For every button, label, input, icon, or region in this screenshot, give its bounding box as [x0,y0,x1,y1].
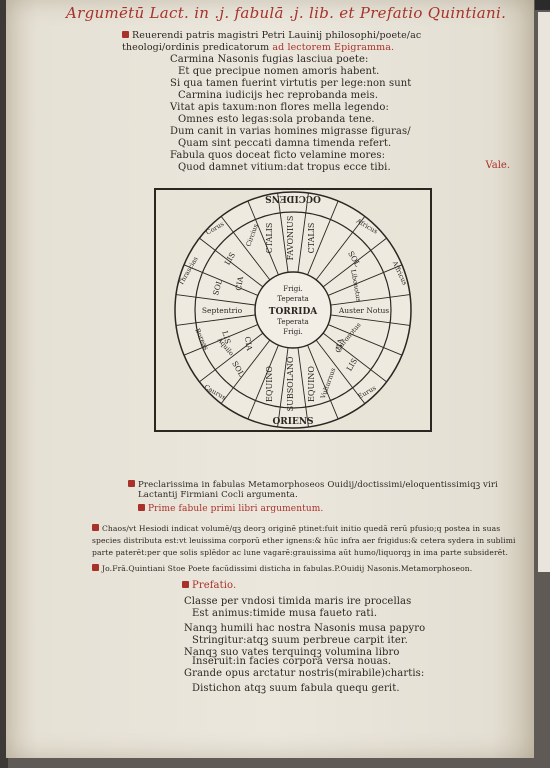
wheel-spoke [247,200,279,276]
prime-fabule-text: Prime fabule primi libri argumentum. [148,504,324,514]
rubric-mark [138,504,145,511]
bottom-spoke-equino-right: EQUINO [307,366,316,402]
wheel-spokes [175,192,411,428]
manuscript-page: Argumētū Lact. in .j. fabulā .j. lib. et… [6,0,534,758]
verse-line-6: Inseruit:in facies corpora versa nouas. [192,656,392,667]
prime-fabule-heading: Prime fabule primi libri argumentum. [138,504,323,514]
right-word-cia: CIA [334,337,345,353]
wheel-spoke [175,314,256,326]
epigram-line-5: Vitat apis taxum:non flores mella legend… [170,102,390,113]
left-word-cia-bottom: CIA [243,336,254,352]
verse-line-5: Nanqꝫ suo vates terquinqꝫ volumina libro [184,647,400,658]
chaos-text-1: Chaos/vt Hesiodi indicat volumē/qꝫ deorꝫ… [102,524,501,533]
wheel-spoke [247,344,279,420]
quintiani-text: Jo.Frā.Quintiani Stoe Poete facūdissimi … [102,564,473,573]
book-binding-edge [0,0,8,768]
occidens-label: OCCIDENS [265,193,321,203]
wheel-spoke [322,237,387,288]
epigram-line-1: Carmina Nasonis fugias lasciua poete: [170,54,369,65]
bottom-spoke-subsolano: SUBSOLANO [286,356,295,411]
rubric-mark [92,564,99,571]
septentrio-label: Septentrio [202,306,243,315]
argumenta-line-2: Lactantij Firmiani Cocli argumenta. [138,490,298,500]
argumenta-line-1: Preclarissima in fabulas Metamorphoseos … [128,478,498,490]
epigram-line-10: Quod damnet vitium:dat tropus ecce tibi. [178,162,391,173]
wheel-spoke [277,192,289,273]
intro-line-2: theologi/ordinis predicatorum ad lectore… [122,42,394,53]
center-frigi-top: Frigi. [283,285,302,293]
wheel-spoke [322,332,387,383]
wheel-spoke [175,294,256,306]
chaos-line-1: Chaos/vt Hesiodi indicat volumē/qꝫ deorꝫ… [92,524,500,534]
wheel-spoke [277,347,289,428]
oriens-label: ORIENS [272,417,313,427]
epigram-line-4: Carmina iudicijs hec reprobanda meis. [178,90,379,101]
page-corner-shadow [535,0,550,10]
prefatio-text: Prefatio. [192,580,237,591]
epigram-heading: ad lectorem Epigramma. [272,42,395,53]
wheel-spoke [297,347,309,428]
auster-notus-label: Auster Notus [338,306,389,315]
top-spoke-ctalis-right: CTALIS [307,223,316,254]
wheel-spoke [220,339,271,404]
intro-text-2: theologi/ordinis predicatorum [122,42,270,53]
wheel-spoke [315,216,366,281]
epigram-line-3: Si qua tamen fuerint virtutis per lege:n… [170,78,412,89]
vale-label: Vale. [485,160,510,171]
center-temperata-top: Teperata [277,295,308,303]
wheel-spoke [330,294,411,306]
wheel-spoke [327,324,403,356]
verse-line-8: Distichon atqꝫ suum fabula quequ gerit. [192,683,400,694]
left-word-lis-bottom: LIS [220,330,232,345]
verse-line-3: Nanqꝫ humili hac nostra Nasonis musa pap… [184,623,426,634]
epigram-line-2: Et que precipue nomen amoris habent. [178,66,380,77]
wheel-spoke [220,216,271,281]
middle-ring [194,211,392,409]
chaos-line-2: species distributa est:vt leuissima corp… [92,536,516,545]
wheel-spoke [315,339,366,404]
left-word-sol-top: SOL [211,278,224,296]
epigram-line-9: Fabula quos doceat ficto velamine mores: [170,150,386,161]
wheel-spoke [199,332,264,383]
wheel-spoke [307,200,339,276]
epigram-line-6: Omnes esto legas:sola probanda tene. [178,114,375,125]
intro-line-1: Reuerendi patris magistri Petri Lauinij … [122,30,421,41]
wheel-spoke [330,314,411,326]
rubric-mark [122,31,129,38]
next-page-edge [538,12,550,572]
wheel-spoke [327,264,403,296]
wheel-spoke [199,237,264,288]
verse-line-7: Grande opus arctatur nostris(mirabile)ch… [184,668,425,679]
argumenta-text-1: Preclarissima in fabulas Metamorphoseos … [138,480,498,490]
wheel-spoke [183,264,259,296]
rubric-mark [128,480,135,487]
bottom-spoke-equino-left: EQUINO [265,366,274,402]
wind-rose-diagram: Frigi. Teperata TORRIDA Teperata Frigi. … [154,188,432,432]
epigram-line-8: Quam sint peccati damna timenda refert. [178,138,392,149]
page-title: Argumētū Lact. in .j. fabulā .j. lib. et… [66,4,507,22]
center-frigi-bottom: Frigi. [283,328,302,336]
quintiani-line: Jo.Frā.Quintiani Stoe Poete facūdissimi … [92,564,472,573]
wheel-spoke [297,192,309,273]
intro-text-1: Reuerendi patris magistri Petri Lauinij … [132,30,422,41]
rubric-mark [182,581,189,588]
wheel-spoke [307,344,339,420]
verse-line-4: Stringitur:atqꝫ suum perbreue carpit ite… [192,635,408,646]
prefatio-heading: Prefatio. [182,580,236,591]
verse-line-1: Classe per vndosi timida maris ire proce… [184,596,412,607]
rubric-mark [92,524,99,531]
center-temperata-bottom: Teperata [277,318,308,326]
chaos-line-3: parte paterēt:per que solis splēdor ac l… [92,548,508,557]
left-word-cia-top: CIA [234,275,245,291]
center-circle [254,271,332,349]
top-spoke-ctalis-left: CTALIS [265,223,274,254]
wheel-spoke [183,324,259,356]
center-torrida: TORRIDA [269,307,319,317]
top-spoke-favonius: FAVONIUS [286,216,295,261]
epigram-line-7: Dum canit in varias homines migrasse fig… [170,126,411,137]
verse-line-2: Est animus:timide musa faueto rati. [192,608,378,619]
